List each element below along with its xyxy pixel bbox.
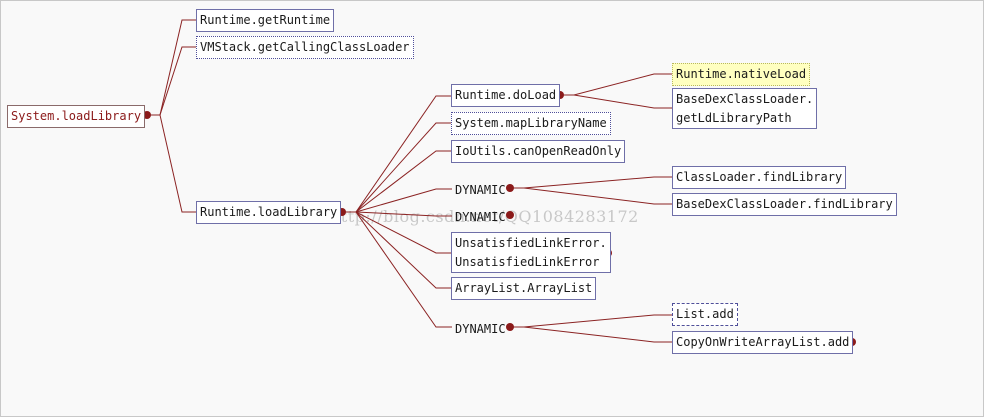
node-dynamic-3[interactable]: DYNAMIC	[455, 322, 506, 336]
edge-loadLibrary-doLoad	[342, 95, 452, 213]
node-system-loadLibrary[interactable]: System.loadLibrary	[7, 105, 146, 128]
edge-dynamic1-findLibrary	[510, 176, 673, 189]
edge-loadLibrary-canOpenReadOnly	[342, 150, 452, 213]
node-runtime-doLoad[interactable]: Runtime.doLoad	[451, 84, 561, 107]
node-baseDexClassLoader-findLibrary[interactable]: BaseDexClassLoader.findLibrary	[672, 193, 897, 216]
node-vmstack-getCallingClassLoader[interactable]: VMStack.getCallingClassLoader	[196, 36, 414, 59]
watermark: http://blog.csdn.net/QQ1084283172	[330, 207, 639, 226]
edge-dynamic3-cowAdd	[510, 326, 673, 343]
node-runtime-getRuntime[interactable]: Runtime.getRuntime	[196, 9, 335, 32]
edge-dynamic3-listAdd	[510, 314, 673, 328]
node-dynamic-2[interactable]: DYNAMIC	[455, 210, 506, 224]
expand-dot-dynamic3	[506, 323, 514, 331]
node-unsatisfiedLinkError[interactable]: UnsatisfiedLinkError. UnsatisfiedLinkErr…	[451, 232, 611, 273]
node-runtime-loadLibrary[interactable]: Runtime.loadLibrary	[196, 201, 342, 224]
expand-dot-dynamic1	[506, 184, 514, 192]
edge-loadLibrary-arrayList	[342, 211, 452, 289]
edge-doLoad-nativeLoad	[560, 73, 673, 96]
edge-root-loadLibrary	[148, 114, 197, 213]
node-copyOnWriteArrayList-add[interactable]: CopyOnWriteArrayList.add	[672, 331, 854, 354]
edge-root-getRuntime	[148, 19, 197, 116]
edge-loadLibrary-mapLibraryName	[342, 122, 452, 213]
edge-root-getCallingClassLoader	[148, 46, 197, 116]
edge-doLoad-getLdLibraryPath	[560, 94, 673, 109]
node-ioutils-canOpenReadOnly[interactable]: IoUtils.canOpenReadOnly	[451, 140, 626, 163]
expand-dot-dynamic2	[506, 211, 514, 219]
node-runtime-nativeLoad[interactable]: Runtime.nativeLoad	[672, 63, 811, 86]
node-dynamic-1[interactable]: DYNAMIC	[455, 183, 506, 197]
edge-loadLibrary-dynamic3	[342, 211, 452, 328]
node-list-add[interactable]: List.add	[672, 303, 738, 326]
node-system-mapLibraryName[interactable]: System.mapLibraryName	[451, 112, 611, 135]
edge-loadLibrary-unsatisfied	[342, 211, 452, 254]
node-classLoader-findLibrary[interactable]: ClassLoader.findLibrary	[672, 166, 847, 189]
node-baseDexClassLoader-getLdLibraryPath[interactable]: BaseDexClassLoader. getLdLibraryPath	[672, 88, 818, 129]
edge-dynamic1-baseFindLibrary	[510, 187, 673, 205]
node-arrayList-ArrayList[interactable]: ArrayList.ArrayList	[451, 277, 597, 300]
